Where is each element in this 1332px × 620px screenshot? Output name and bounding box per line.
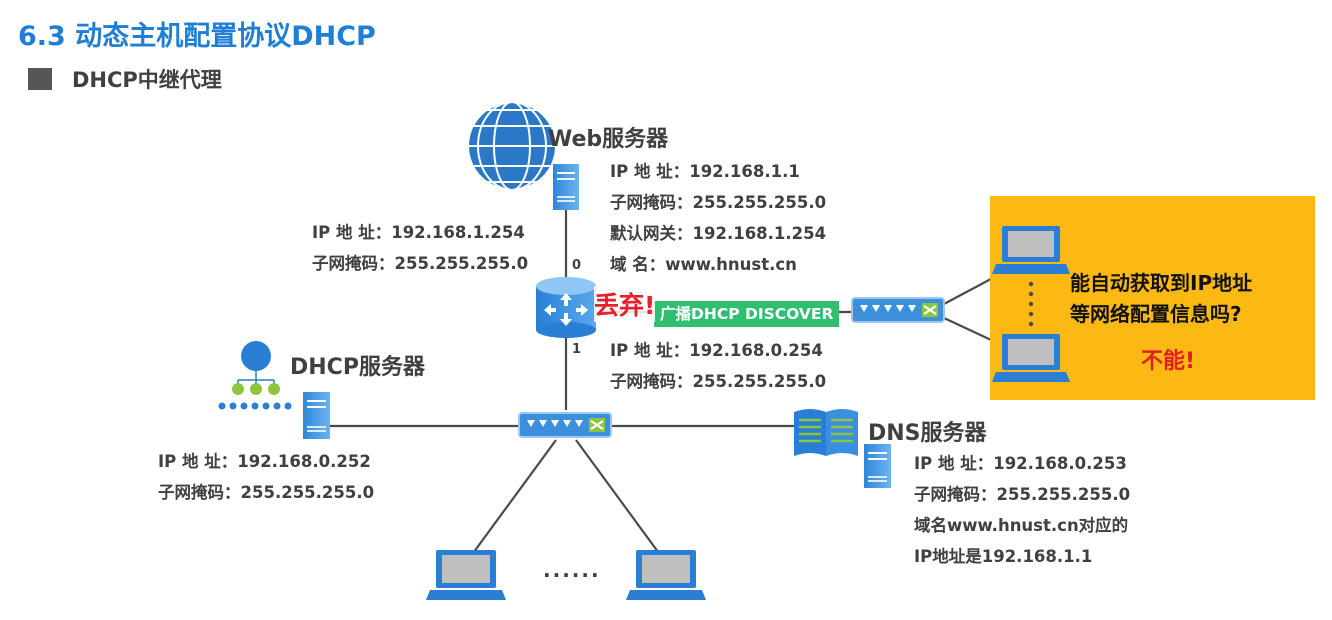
discard-label: 丢弃! (594, 286, 656, 322)
web-server-name: Web服务器 (548, 127, 669, 152)
dhcp-server-name: DHCP服务器 (290, 355, 425, 380)
link-switch-host-right (575, 439, 665, 561)
router-icon (536, 277, 596, 338)
dhcp-cluster-icon (218, 341, 292, 410)
dns-server-ip-note: IP地址是192.168.1.1 (914, 547, 1093, 566)
web-server-ip: IP 地 址：192.168.1.1 (610, 162, 800, 181)
callout-question-line1: 能自动获取到IP地址 (1070, 271, 1253, 295)
remote-laptop-icon-top (992, 226, 1070, 274)
globe-icon (467, 101, 557, 191)
dhcp-server-tower-icon (303, 392, 330, 439)
router-port1-mask: 子网掩码：255.255.255.0 (610, 372, 827, 391)
dhcp-server-ip: IP 地 址：192.168.0.252 (158, 452, 371, 471)
dns-book-icon (794, 409, 858, 456)
dns-server-mask: 子网掩码：255.255.255.0 (914, 485, 1131, 504)
broadcast-dhcp-discover-label: 广播DHCP DISCOVER (654, 301, 840, 327)
router-port1-ip: IP 地 址：192.168.0.254 (610, 341, 823, 360)
dhcp-server-mask: 子网掩码：255.255.255.0 (158, 483, 375, 502)
dhcp-server-info: IP 地 址：192.168.0.252 子网掩码：255.255.255.0 (158, 446, 374, 508)
web-server-domain: 域 名：www.hnust.cn (610, 255, 797, 274)
web-server-gateway: 默认网关：192.168.1.254 (610, 224, 827, 243)
slide-title: 6.3 动态主机配置协议DHCP (18, 21, 376, 52)
web-server-info: IP 地 址：192.168.1.1 子网掩码：255.255.255.0 默认… (610, 156, 826, 280)
router-port0-info: IP 地 址：192.168.1.254 子网掩码：255.255.255.0 (312, 217, 528, 279)
link-switch-host-left (467, 439, 557, 561)
router-port1-info: IP 地 址：192.168.0.254 子网掩码：255.255.255.0 (610, 335, 826, 397)
router-port0-ip: IP 地 址：192.168.1.254 (312, 223, 525, 242)
dns-server-domain-note: 域名www.hnust.cn对应的 (914, 516, 1129, 535)
callout-question-line2: 等网络配置信息吗? (1070, 302, 1242, 326)
vertical-ellipsis-icon (1028, 281, 1034, 327)
dns-server-info: IP 地 址：192.168.0.253 子网掩码：255.255.255.0 … (914, 448, 1130, 572)
slide-subtitle: DHCP中继代理 (72, 68, 222, 92)
router-port1-label: 1 (572, 342, 582, 357)
laptop-icon-left (426, 550, 506, 600)
router-port0-mask: 子网掩码：255.255.255.0 (312, 254, 529, 273)
web-server-mask: 子网掩码：255.255.255.0 (610, 193, 827, 212)
callout-question: 能自动获取到IP地址 等网络配置信息吗? (1070, 268, 1252, 330)
bullet-square-icon (28, 68, 52, 90)
remote-laptop-icon-bottom (992, 334, 1070, 382)
web-server-tower-icon (553, 164, 579, 210)
router-port0-label: 0 (572, 258, 582, 273)
remote-switch-icon (851, 297, 945, 323)
dns-server-ip: IP 地 址：192.168.0.253 (914, 454, 1127, 473)
laptop-icon-right (626, 550, 706, 600)
dns-server-name: DNS服务器 (868, 421, 987, 446)
callout-answer: 不能! (1141, 349, 1196, 374)
lan-hosts-ellipsis: ...... (543, 558, 601, 582)
central-switch-icon (518, 412, 612, 438)
dns-server-tower-icon (864, 444, 891, 488)
